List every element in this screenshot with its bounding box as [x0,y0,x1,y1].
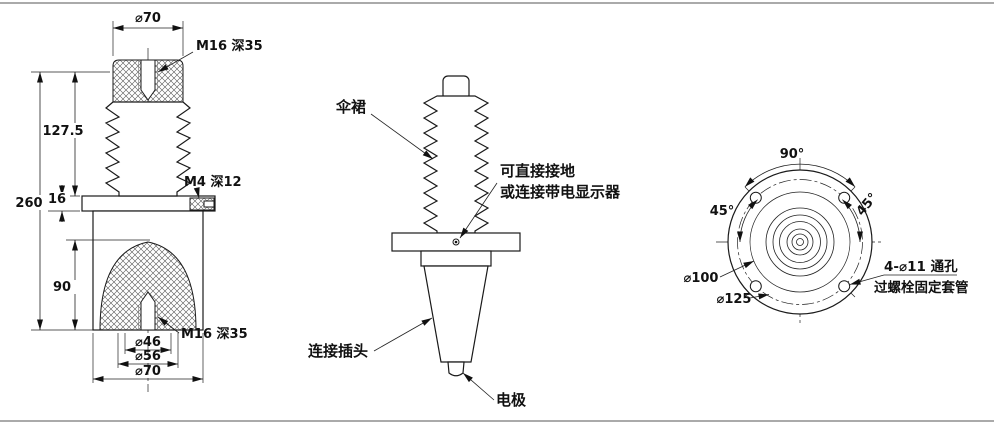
dim-shed-height-label: 127.5 [42,124,83,139]
label-plug: 连接插头 [308,317,433,360]
right-inner-ring-3 [779,221,821,263]
label-ground: 可直接接地 或连接带电显示器 [459,162,621,239]
dim-bottom-d46: ⌀46 [124,333,172,354]
dim-d100: ⌀100 [684,260,755,286]
right-inner-ring-5 [791,233,809,251]
dim-total-height: 260 [13,72,93,331]
dim-top-diameter: ⌀70 [112,11,184,56]
dim-total-height-label: 260 [15,196,42,211]
label-shed: 伞裙 [335,98,434,160]
dim-angle-45-left: 45° [710,199,758,243]
right-top-view: 90° 45° 45° ⌀100 ⌀125 4-⌀11 通孔 过螺栓固定套管 [684,147,969,326]
dim-angle-90-label: 90° [780,147,805,162]
mid-plug-cone [423,265,489,363]
label-thread-bottom-text: M16 深35 [181,326,248,342]
dim-top-diameter-label: ⌀70 [135,11,161,26]
label-bolt-holes-line1: 4-⌀11 通孔 [884,259,958,275]
mid-shoulder [420,250,492,267]
dim-socket-depth: 90 [48,239,150,330]
dim-angle-45-left-label: 45° [710,204,735,219]
label-thread-side-text: M4 深12 [184,174,242,190]
label-thread-bottom: M16 深35 [157,316,248,342]
label-plug-text: 连接插头 [308,342,368,360]
mid-electrode-tip [447,361,465,377]
label-ground-line2: 或连接带电显示器 [500,183,621,201]
label-shed-text: 伞裙 [335,98,366,116]
mid-sheds [422,95,490,234]
dim-d100-label: ⌀100 [684,271,719,286]
right-boss-circle [749,191,851,293]
label-electrode: 电极 [462,372,527,409]
label-ground-line1: 可直接接地 [500,162,575,180]
left-sheds [104,101,192,197]
dim-bottom-d46-label: ⌀46 [135,335,161,350]
left-dome-insert [99,241,197,331]
left-m4-slot [203,200,215,208]
label-thread-top-text: M16 深35 [196,38,263,54]
dim-d125-label: ⌀125 [717,292,752,307]
dim-bottom-d70: ⌀70 [92,333,204,383]
dim-bottom-d70-label: ⌀70 [135,364,161,379]
left-top-hole [140,59,156,101]
dim-socket-depth-label: 90 [53,280,71,295]
right-inner-ring-2 [772,214,828,270]
label-thread-side: M4 深12 [184,174,242,199]
right-bolt-hole [838,280,851,293]
dim-angle-90: 90° [744,147,856,188]
dim-flange-thickness-label: 16 [48,192,66,207]
label-electrode-text: 电极 [496,391,527,409]
right-inner-ring-1 [765,207,835,277]
right-inner-ring-4 [786,228,814,256]
dim-d125: ⌀125 [717,292,770,307]
label-bolt-holes-note: 4-⌀11 通孔 过螺栓固定套管 [849,259,969,296]
dim-bottom-d56: ⌀56 [117,333,179,368]
right-flange-outer-circle [727,169,873,315]
dim-flange-thickness: 16 [44,185,80,222]
middle-side-view: 伞裙 可直接接地 或连接带电显示器 连接插头 电极 [308,75,621,409]
mid-ground-point-dot [454,240,458,244]
label-thread-top: M16 深35 [157,38,263,73]
dim-shed-height: 127.5 [31,71,110,197]
dim-bottom-d56-label: ⌀56 [135,349,161,364]
left-bottom-hole [140,291,156,331]
left-section-view: ⌀70 M16 深35 127.5 260 16 [13,11,263,392]
right-inner-ring-6 [796,238,804,246]
right-bolt-hole [749,280,762,293]
label-bolt-holes-line2: 过螺栓固定套管 [874,279,969,296]
